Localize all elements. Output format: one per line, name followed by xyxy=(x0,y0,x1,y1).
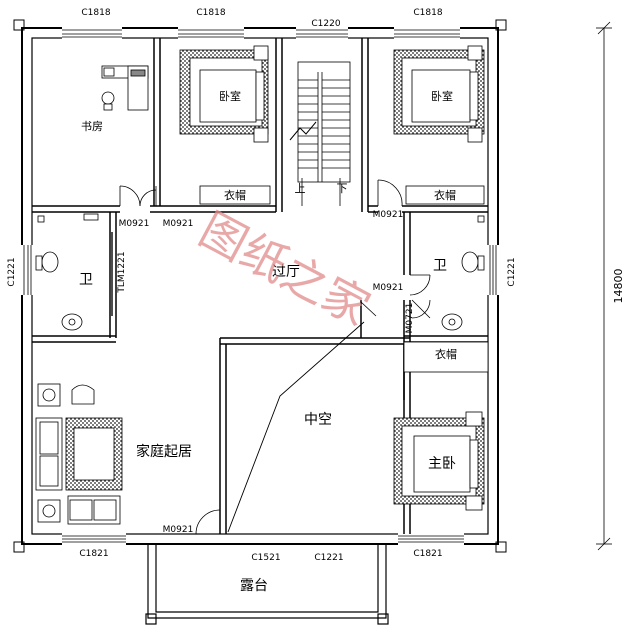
room-label-family: 家庭起居 xyxy=(136,443,192,460)
window-label-right-side: C1221 xyxy=(507,257,517,286)
terrace-outline xyxy=(145,544,389,625)
study-desk xyxy=(101,65,149,111)
room-label-hall: 过厅 xyxy=(272,264,300,280)
room-label-bedroom-left: 卧室 xyxy=(219,89,241,103)
door-label-bath-right: M0921 xyxy=(373,283,404,293)
window-label-bottom-mid: C1521 xyxy=(251,553,280,563)
door-label-bath-left-sliding: TLM1221 xyxy=(117,251,127,293)
staircase xyxy=(289,61,351,206)
room-label-void: 中空 xyxy=(304,412,332,428)
room-label-bath-right: 卫 xyxy=(433,258,447,274)
bed-right xyxy=(393,45,485,143)
stair-label-up: 上 xyxy=(295,182,306,195)
window-label-bottom-center: C1221 xyxy=(314,553,343,563)
door-label-bedroom-left: M0921 xyxy=(163,219,194,229)
window-label-top-left: C1818 xyxy=(81,8,110,18)
bed-master xyxy=(393,411,485,511)
bath-right-fixtures xyxy=(441,215,485,331)
door-label-living: M0921 xyxy=(163,525,194,535)
void-diagonals xyxy=(227,321,365,533)
room-label-closet-master: 衣帽 xyxy=(435,347,457,361)
stair-label-down: 下 xyxy=(337,182,348,195)
room-label-closet-right: 衣帽 xyxy=(434,188,456,202)
closet-left xyxy=(199,185,271,205)
room-label-terrace: 露台 xyxy=(240,578,268,594)
watermark: 图纸之家 xyxy=(191,202,379,336)
window-openings xyxy=(20,26,500,546)
bed-left xyxy=(179,45,269,143)
door-label-study: M0921 xyxy=(119,219,150,229)
room-label-study: 书房 xyxy=(81,120,103,133)
window-label-left-side: C1221 xyxy=(7,257,17,286)
window-label-bottom-right: C1821 xyxy=(413,549,442,559)
window-label-top-right: C1818 xyxy=(413,8,442,18)
room-label-master: 主卧 xyxy=(428,456,456,472)
door-swings xyxy=(111,179,431,535)
window-label-bottom-left: C1821 xyxy=(79,549,108,559)
door-label-bath-right-inner: M0721 xyxy=(405,303,415,334)
bath-left-fixtures xyxy=(35,213,99,331)
dimension-label: 14800 xyxy=(612,269,625,304)
window-label-top-center: C1220 xyxy=(311,19,340,29)
room-label-bedroom-right: 卧室 xyxy=(431,89,453,103)
closet-master xyxy=(403,341,489,373)
sofa-set xyxy=(35,383,123,525)
room-label-closet-left: 衣帽 xyxy=(224,188,246,202)
dimension-line xyxy=(596,21,612,551)
window-label-top-mid-left: C1818 xyxy=(196,8,225,18)
door-label-bedroom-right: M0921 xyxy=(373,210,404,220)
closet-right xyxy=(405,185,485,205)
room-label-bath-left: 卫 xyxy=(79,272,93,288)
